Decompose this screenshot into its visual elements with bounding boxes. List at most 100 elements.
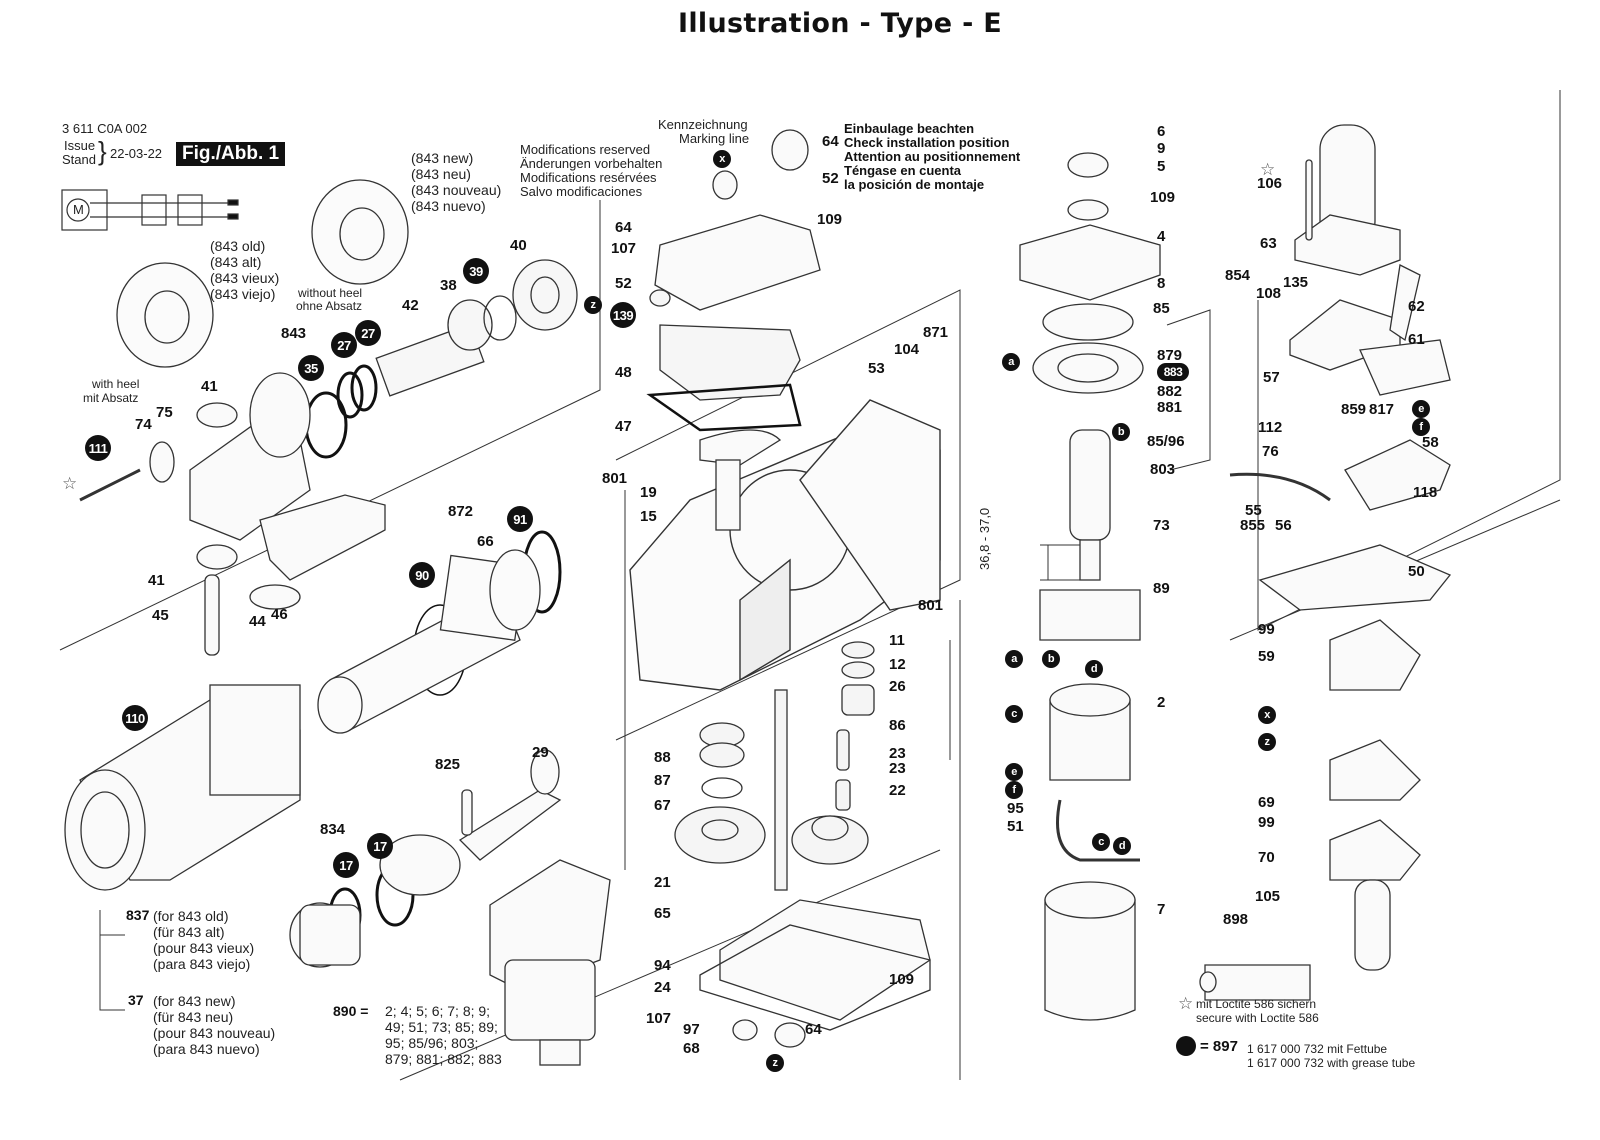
part-label: 24 bbox=[654, 979, 671, 996]
part-label: 882 bbox=[1157, 383, 1183, 400]
crankcase-801 bbox=[629, 399, 941, 691]
tool-holder bbox=[79, 372, 386, 656]
part-label: 107 bbox=[611, 240, 637, 257]
part-label: 834 bbox=[320, 821, 346, 838]
part-label: 40 bbox=[510, 237, 527, 254]
part-label: 48 bbox=[615, 364, 632, 381]
part-label: 53 bbox=[868, 360, 885, 377]
part-label: 63 bbox=[1260, 235, 1277, 252]
part-label: 109 bbox=[889, 971, 915, 988]
part-label: 99 bbox=[1258, 621, 1275, 638]
connection-marker: z bbox=[584, 296, 602, 314]
part-label: 55 bbox=[1245, 502, 1262, 519]
connection-marker: c bbox=[1005, 705, 1023, 723]
part-label: 23 bbox=[889, 760, 906, 777]
part-label: 7 bbox=[1157, 901, 1166, 918]
connection-marker: a bbox=[1002, 353, 1020, 371]
part-label: 12 bbox=[889, 656, 906, 673]
greased-part-badge: 883 bbox=[1157, 363, 1189, 381]
part-label: 57 bbox=[1263, 369, 1280, 386]
figure-label: Fig./Abb. 1 bbox=[176, 142, 286, 166]
part-label: 112 bbox=[1258, 419, 1283, 436]
connection-marker: b bbox=[1042, 650, 1060, 668]
part-label: 6 bbox=[1157, 123, 1166, 140]
greased-part-badge: 110 bbox=[122, 705, 148, 731]
part-label: 105 bbox=[1255, 888, 1281, 905]
gearbox-cover-24 bbox=[699, 899, 931, 1048]
part-label: 94 bbox=[654, 957, 671, 974]
gears bbox=[674, 641, 875, 891]
part-label: 61 bbox=[1408, 331, 1425, 348]
part-label: 46 bbox=[271, 606, 288, 623]
greased-part-badge: 90 bbox=[409, 562, 435, 588]
part-label: 879 bbox=[1157, 347, 1183, 364]
greased-part-badge: 39 bbox=[463, 258, 489, 284]
part-label: 47 bbox=[615, 418, 632, 435]
connection-marker: e bbox=[1412, 400, 1430, 418]
connection-marker: z bbox=[1258, 733, 1276, 751]
part-label: 104 bbox=[894, 341, 920, 358]
part-label: 74 bbox=[135, 416, 152, 433]
handle-assembly bbox=[1199, 124, 1452, 1001]
connection-marker: x bbox=[713, 150, 731, 168]
loctite-star-icon: ☆ bbox=[62, 474, 78, 493]
issue-label: Issue bbox=[64, 138, 96, 153]
part-label: 4 bbox=[1157, 228, 1166, 245]
greased-part-badge: 35 bbox=[298, 355, 324, 381]
part-label: 73 bbox=[1153, 517, 1170, 534]
greased-part-badge: 111 bbox=[85, 435, 111, 461]
part-label: 109 bbox=[817, 211, 843, 228]
motor-symbol: M bbox=[73, 202, 84, 217]
housing-front bbox=[64, 684, 301, 891]
part-label: 51 bbox=[1007, 818, 1024, 835]
part-label: 66 bbox=[477, 533, 494, 550]
part-label: 85/96 bbox=[1147, 433, 1185, 450]
part-label: 872 bbox=[448, 503, 474, 520]
crank-19 bbox=[699, 429, 782, 531]
part-label: 855 bbox=[1240, 517, 1266, 534]
part-label: 15 bbox=[640, 508, 657, 525]
connection-marker: d bbox=[1113, 837, 1131, 855]
part-label: 64 bbox=[805, 1021, 822, 1038]
dimension-label: 36,8 - 37,0 bbox=[977, 507, 992, 570]
connection-marker: d bbox=[1085, 660, 1103, 678]
loctite-star-icon: ☆ bbox=[1178, 994, 1194, 1013]
greased-part-badge: 91 bbox=[507, 506, 533, 532]
flange-843-new bbox=[116, 179, 409, 368]
part-label: 76 bbox=[1262, 443, 1279, 460]
part-label: 45 bbox=[152, 607, 169, 624]
connection-marker: x bbox=[1258, 706, 1276, 724]
part-label: 67 bbox=[654, 797, 671, 814]
part-label: 97 bbox=[683, 1021, 700, 1038]
greased-part-badge: 139 bbox=[610, 302, 636, 328]
part-label: 50 bbox=[1408, 563, 1425, 580]
part-label: 9 bbox=[1157, 140, 1166, 157]
part-label: 825 bbox=[435, 756, 461, 773]
part-label: 871 bbox=[923, 324, 949, 341]
connection-marker: c bbox=[1092, 833, 1110, 851]
part-label: 22 bbox=[889, 782, 906, 799]
part-label: 19 bbox=[640, 484, 657, 501]
part-label: 41 bbox=[148, 572, 165, 589]
part-label: 135 bbox=[1283, 274, 1309, 291]
part-label: 59 bbox=[1258, 648, 1275, 665]
motor-wiring-schematic bbox=[61, 189, 239, 231]
page-title: Illustration - Type - E bbox=[677, 8, 1003, 39]
part-label: 881 bbox=[1157, 399, 1183, 416]
part-label: 99 bbox=[1258, 814, 1275, 831]
connection-marker: e bbox=[1005, 763, 1023, 781]
connection-marker: f bbox=[1005, 781, 1023, 799]
part-label: 859 bbox=[1341, 401, 1367, 418]
part-label: 26 bbox=[889, 678, 906, 695]
part-label: 44 bbox=[249, 613, 266, 630]
part-label: 95 bbox=[1007, 800, 1024, 817]
part-label: 898 bbox=[1223, 911, 1249, 928]
part-label: 41 bbox=[201, 378, 218, 395]
part-label: 85 bbox=[1153, 300, 1170, 317]
dimension-arrow bbox=[1040, 544, 1080, 581]
connection-marker: b bbox=[1112, 423, 1130, 441]
part-label: 5 bbox=[1157, 158, 1166, 175]
part-label: 38 bbox=[440, 277, 457, 294]
part-label: 23 bbox=[889, 745, 906, 762]
